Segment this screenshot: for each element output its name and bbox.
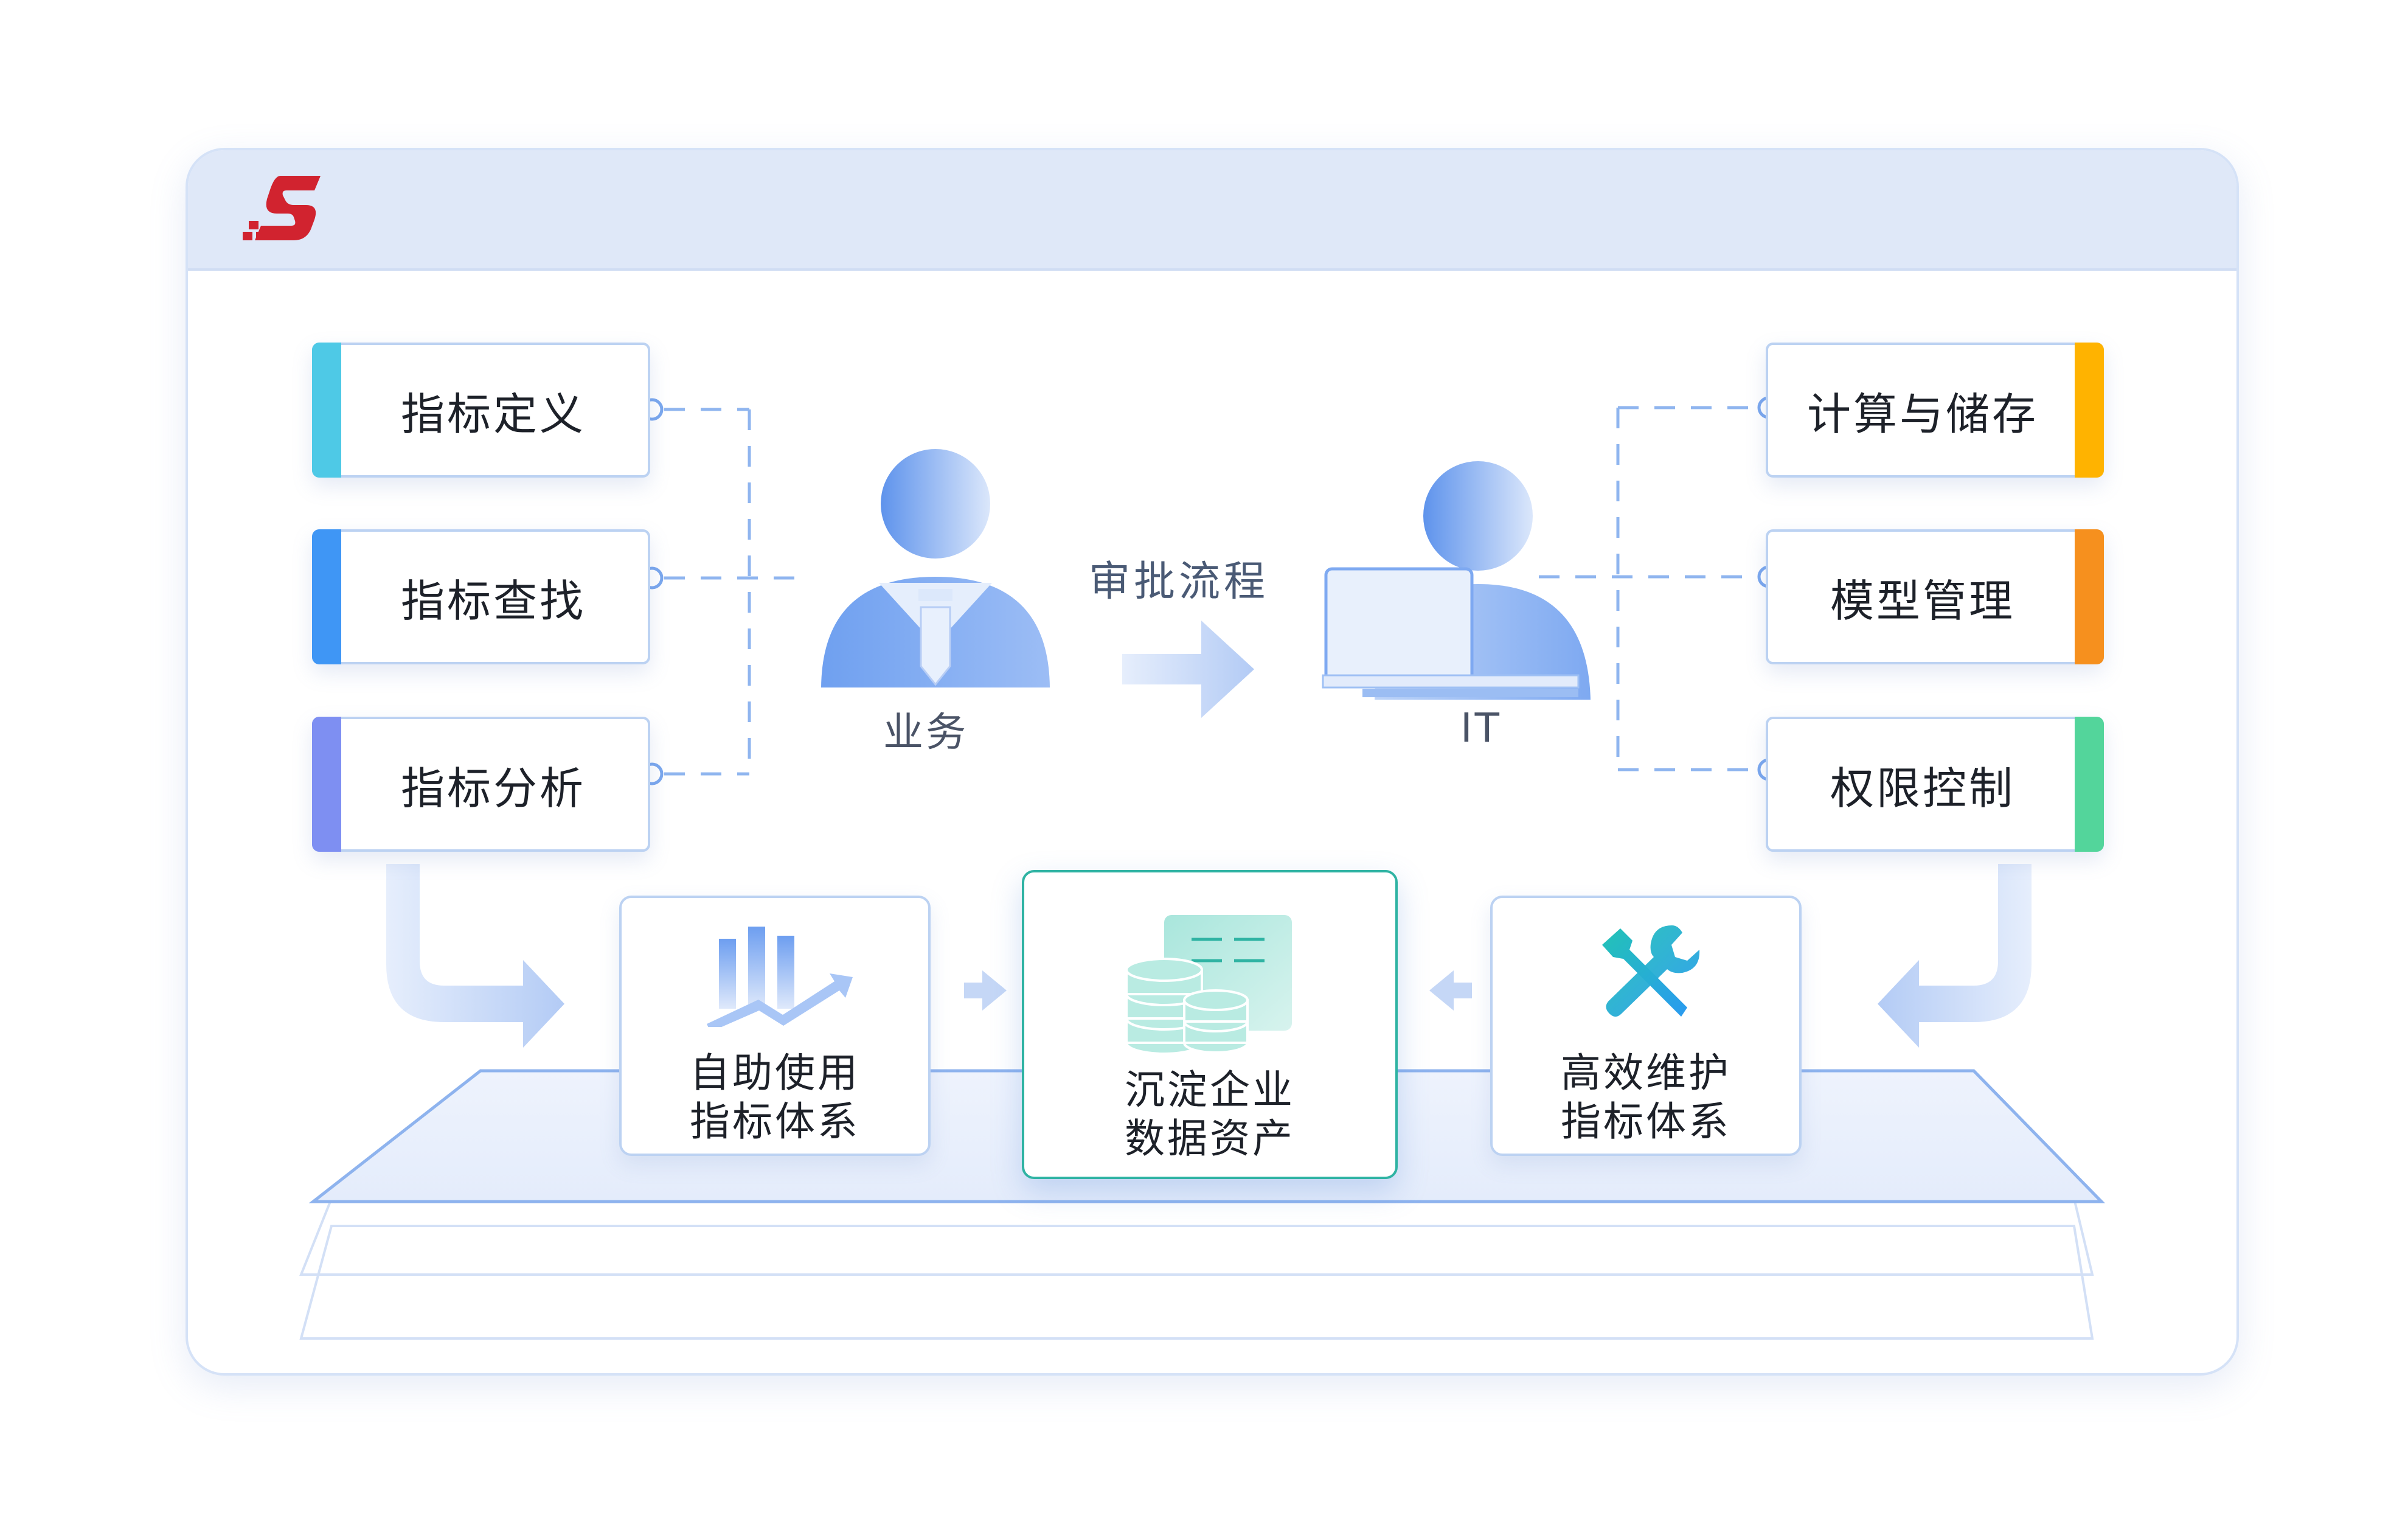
business-label: 业务 [883,709,968,756]
right-item-permission-control[interactable]: 权限控制 [1766,717,2104,852]
left-curved-arrow [386,864,564,1048]
left-connectors [664,408,809,776]
database-icon [1125,915,1292,1055]
right-item-color-bar [2075,717,2104,852]
right-curved-arrow [1878,864,2032,1048]
left-item-label: 指标定义 [400,388,586,440]
right-item-label: 模型管理 [1830,575,2015,627]
right-item-color-bar [2075,343,2104,478]
title-bar [188,150,2236,271]
maintenance-line1: 高效维护 [1561,1049,1731,1096]
it-label: IT [1460,705,1502,751]
tools-icon [1602,925,1700,1017]
data-assets-line1: 沉淀企业 [1125,1067,1295,1113]
approval-arrow [1122,621,1254,718]
small-arrow-right [964,970,1007,1011]
left-item-definition[interactable]: 指标定义 [312,343,650,478]
data-assets-line2: 数据资产 [1125,1115,1295,1162]
left-item-color-bar [312,343,341,478]
left-item-search[interactable]: 指标查找 [312,529,650,664]
self-service-line2: 指标体系 [690,1098,860,1145]
right-item-label: 权限控制 [1830,762,2015,814]
left-item-label: 指标查找 [400,575,586,627]
logo-icon [243,176,321,240]
left-item-analysis[interactable]: 指标分析 [312,717,650,852]
maintenance-line2: 指标体系 [1561,1098,1731,1145]
right-item-compute-storage[interactable]: 计算与储存 [1766,343,2104,478]
approval-flow-label: 审批流程 [1089,558,1269,606]
chart-icon [707,927,853,1027]
left-item-color-bar [312,717,341,852]
right-item-color-bar [2075,529,2104,664]
right-connectors [1539,406,1757,771]
self-service-box[interactable]: 自助使用 指标体系 [619,896,931,1156]
business-person-icon [821,449,1050,687]
maintenance-box[interactable]: 高效维护 指标体系 [1490,896,1802,1156]
it-person-icon [1322,461,1591,700]
right-item-label: 计算与储存 [1806,388,2038,440]
right-item-model-management[interactable]: 模型管理 [1766,529,2104,664]
small-arrow-left [1429,970,1472,1011]
left-item-label: 指标分析 [400,762,586,814]
left-item-color-bar [312,529,341,664]
self-service-line1: 自助使用 [690,1049,860,1096]
data-assets-box[interactable]: 沉淀企业 数据资产 [1022,870,1398,1179]
